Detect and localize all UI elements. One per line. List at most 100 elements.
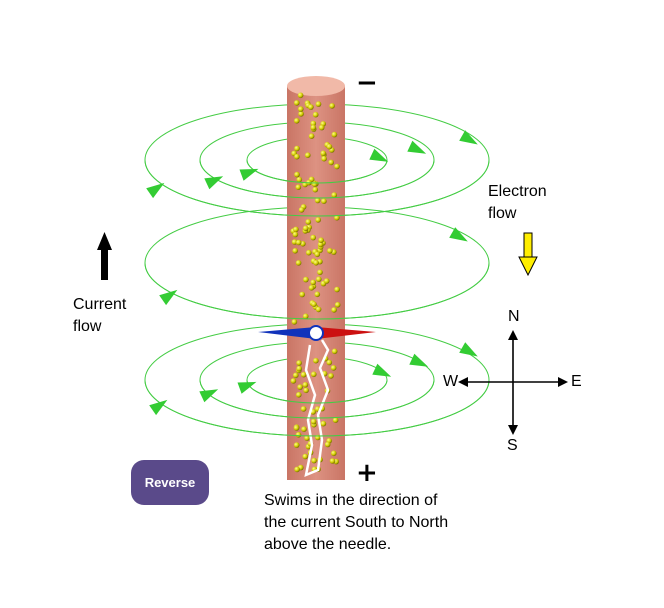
field-direction-arrow [409,353,429,367]
electron-dot [310,124,317,131]
electron-dot [297,384,303,390]
current-flow-label: Current flow [73,294,126,338]
electron-dot [310,234,317,241]
electron-dot [302,453,309,460]
electron-dot [303,387,309,394]
field-direction-arrow [407,140,427,154]
electron-dot [308,104,314,110]
electron-dot [331,131,338,138]
electron-dot [296,176,303,183]
electron-dot [313,260,319,266]
field-direction-arrow [199,389,219,403]
electron-dot [318,124,325,131]
electron-dot [300,241,306,247]
compass-north-label: N [508,308,520,325]
electron-dot [294,153,300,160]
electron-dot [312,186,319,193]
field-direction-arrow [459,342,478,357]
electron-dot [297,92,304,99]
electron-dot [305,152,311,158]
electron-dot [329,103,335,109]
field-direction-arrow [146,182,165,199]
electron-dot [331,348,338,355]
electron-dot [295,239,302,246]
electron-dot [320,150,327,157]
compass-south-label: S [507,437,518,454]
electron-dot [320,420,327,427]
electron-dot [312,111,319,118]
electron-dot [308,133,315,139]
electron-dot [291,319,298,325]
electron-dot [331,192,338,198]
electron-dot [306,249,312,256]
magnetic-field-lines-front [144,130,490,437]
electron-dot [328,373,334,379]
electron-dot [293,425,300,431]
electron-dot [302,382,309,388]
electron-dot [299,291,306,298]
caption-line-1: Swims in the direction of [264,492,438,509]
electron-dot [298,207,305,213]
electron-dot [326,143,333,150]
electron-dot [334,286,340,293]
electron-dot [292,248,299,254]
electron-dot [300,371,307,378]
electron-dot [302,313,309,320]
field-line-front [246,379,388,404]
electron-dot [317,241,324,248]
electron-dot [314,197,321,204]
compass-west-label: W [443,373,459,390]
electron-dot [311,181,318,187]
electron-dot [334,163,340,170]
field-direction-arrow [149,399,168,416]
electron-dot [310,279,317,286]
field-direction-arrow [204,176,224,190]
field-line-front [199,159,435,199]
electron-dot [334,215,340,221]
arrow-down-icon [518,232,538,277]
electron-dot [296,392,302,398]
current-flow-label-line-2: flow [73,318,102,335]
swimmer-path [304,339,330,478]
electron-dot [328,159,335,166]
negative-terminal-label: − [356,68,378,98]
electron-dot [290,378,297,384]
electron-dot [310,120,317,127]
electron-flow-label-line-1: Electron [488,183,547,200]
electron-dot [293,372,299,379]
electron-dot [314,291,321,298]
electron-dot [296,365,303,372]
positive-terminal-label: + [356,458,378,488]
field-direction-arrow [159,289,178,306]
electron-dot [295,184,302,190]
electron-dot [313,357,319,364]
compass-rose-icon [458,330,568,435]
electron-dot [326,359,333,366]
caption-line-2: the current South to North [264,514,449,531]
electron-dot [321,155,327,162]
electron-dot [311,457,317,464]
conducting-wire [287,76,345,480]
electron-dot [304,435,310,441]
electron-dot [331,450,337,457]
reverse-button[interactable]: Reverse [131,460,209,505]
electron-dot [296,360,302,366]
electron-dot [329,458,336,464]
field-direction-arrow [459,130,478,145]
field-direction-arrow [237,381,257,394]
electron-dot [301,426,307,433]
electron-dot [291,239,298,245]
caption: Swims in the direction of the current So… [264,490,448,556]
electron-dot [311,371,317,378]
field-direction-arrow [239,168,259,181]
electron-dot [327,248,333,254]
electron-dot [294,145,300,152]
field-direction-arrow [449,227,468,242]
electron-dot [305,219,312,225]
electron-dot [324,441,331,448]
electron-dot [321,198,327,204]
electron-dot [330,365,337,371]
field-direction-arrow [372,363,392,377]
electron-dot [294,466,300,473]
electron-flow-label: Electron flow [488,181,547,225]
